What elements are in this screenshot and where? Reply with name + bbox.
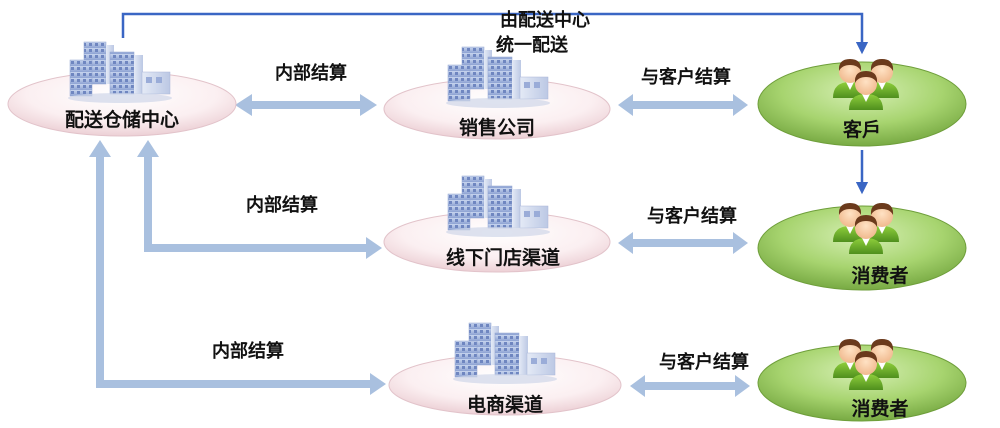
customer-settlement-label-3: 与客户结算 — [659, 351, 749, 373]
arrow-sales-customer — [618, 94, 748, 116]
office-buildings-icon — [452, 322, 558, 385]
node-consumer-1: 消费者 — [757, 203, 967, 291]
unified-delivery-connector — [121, 12, 869, 195]
internal-settlement-label-2: 内部结算 — [246, 194, 318, 216]
node-sales-company-label: 销售公司 — [459, 116, 535, 139]
arrow-ecommerce-consumer — [630, 375, 750, 397]
node-sales-company: 销售公司 — [383, 46, 611, 140]
delivery-line-top — [121, 12, 869, 55]
internal-settlement-label-3: 内部结算 — [212, 340, 284, 362]
unified-delivery-label-line1: 由配送中心 — [500, 9, 590, 31]
node-consumer-2: 消费者 — [757, 339, 967, 422]
office-buildings-icon — [67, 41, 173, 104]
arrow-warehouse-offline — [137, 140, 382, 259]
internal-connectors — [89, 94, 750, 397]
office-buildings-icon — [445, 46, 551, 109]
node-consumer-2-label: 消费者 — [851, 397, 908, 420]
customer-settlement-label-1: 与客户结算 — [641, 66, 731, 88]
node-warehouse-label: 配送仓储中心 — [65, 108, 179, 131]
customer-settlement-label-2: 与客户结算 — [647, 205, 737, 227]
arrow-offline-consumer — [618, 232, 748, 254]
node-ecommerce-label: 电商渠道 — [467, 393, 543, 416]
node-offline-store: 线下门店渠道 — [383, 175, 611, 273]
node-ecommerce: 电商渠道 — [388, 322, 622, 416]
node-customer: 客戶 — [757, 59, 967, 147]
internal-settlement-label-1: 内部结算 — [275, 62, 347, 84]
node-offline-store-label: 线下门店渠道 — [446, 246, 560, 269]
arrow-warehouse-sales — [235, 94, 377, 116]
node-customer-label: 客戶 — [843, 118, 881, 141]
node-consumer-1-label: 消费者 — [851, 264, 908, 287]
office-buildings-icon — [445, 175, 551, 238]
unified-delivery-label-line2: 统一配送 — [496, 34, 569, 56]
node-warehouse: 配送仓储中心 — [7, 41, 237, 137]
